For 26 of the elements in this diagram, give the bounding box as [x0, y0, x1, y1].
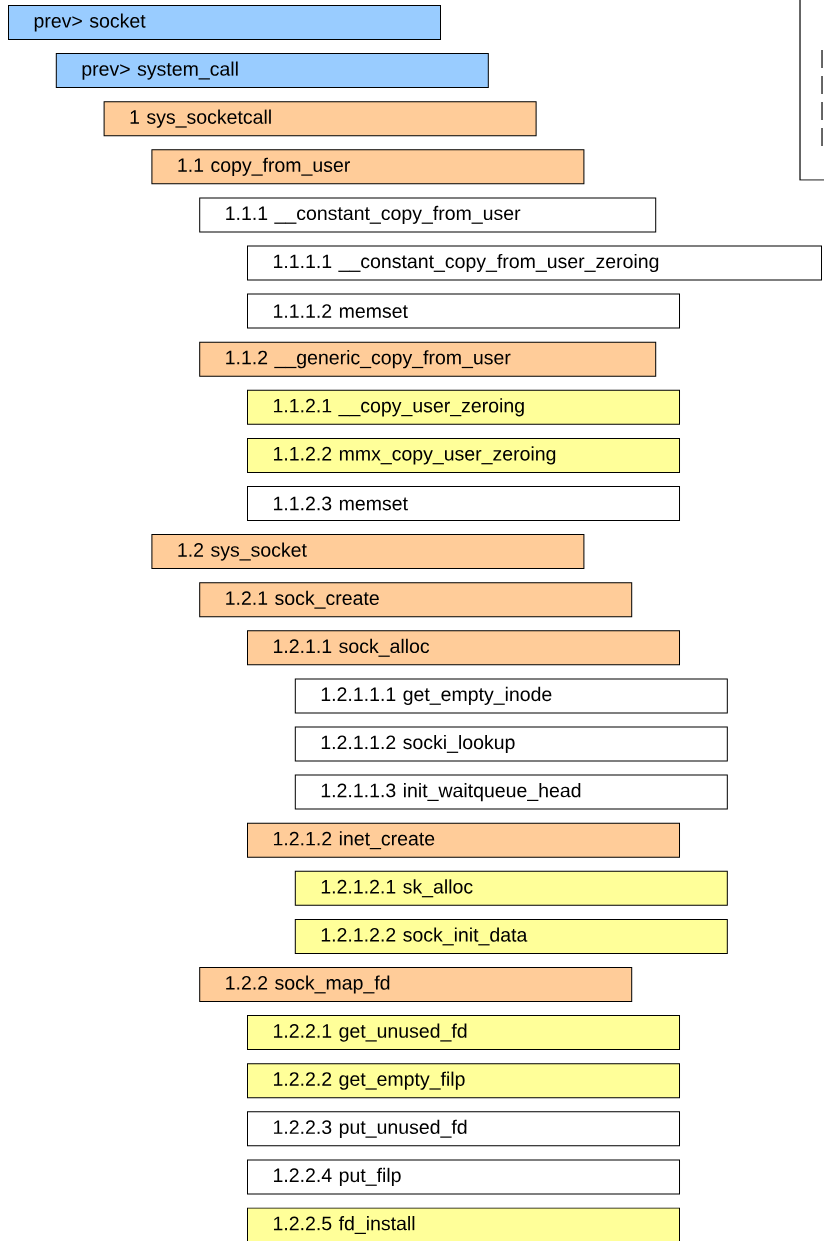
function-box: 1 sys_socketcall [103, 101, 537, 137]
function-box: 1.1.1.2 memset [247, 293, 680, 329]
function-box: 1.1.2.3 memset [247, 486, 680, 521]
function-box: 1.2.2.5 fd_install [247, 1207, 680, 1241]
function-box: 1.2.1.1 sock_alloc [247, 630, 680, 666]
function-box: 1.1 copy_from_user [151, 149, 585, 185]
function-box: 1.1.2.2 mmx_copy_user_zeroing [247, 437, 680, 473]
function-box: 1.1.1.1 __constant_copy_from_user_zeroing [247, 245, 822, 281]
function-box: 1.2.1.2.1 sk_alloc [294, 870, 728, 906]
function-box: 1.2.1.1.2 socki_lookup [294, 726, 728, 762]
function-box: 1.2.2.2 get_empty_filp [247, 1063, 680, 1099]
function-box: 1.1.2 __generic_copy_from_user [199, 341, 657, 377]
function-box: 1.2.2.1 get_unused_fd [247, 1015, 680, 1051]
function-box: 1.2.1.1.3 init_waitqueue_head [294, 774, 728, 810]
function-box: 1.2 sys_socket [151, 534, 585, 570]
function-box: 1.2.2.3 put_unused_fd [247, 1111, 680, 1147]
function-box: 1.1.2.1 __copy_user_zeroing [247, 389, 680, 425]
function-box: 1.2.1.2.2 sock_init_data [294, 918, 728, 954]
function-box: 1.2.2 sock_map_fd [199, 967, 633, 1002]
function-box: 1.2.1.2 inet_create [247, 822, 680, 858]
function-box: 1.2.1.1.1 get_empty_inode [294, 678, 728, 714]
function-box: prev> system_call [55, 53, 489, 89]
function-box: 1.1.1 __constant_copy_from_user [199, 197, 657, 233]
function-box: 1.2.2.4 put_filp [247, 1159, 680, 1195]
function-box: prev> socket [8, 5, 441, 40]
function-box: 1.2.1 sock_create [199, 582, 633, 618]
